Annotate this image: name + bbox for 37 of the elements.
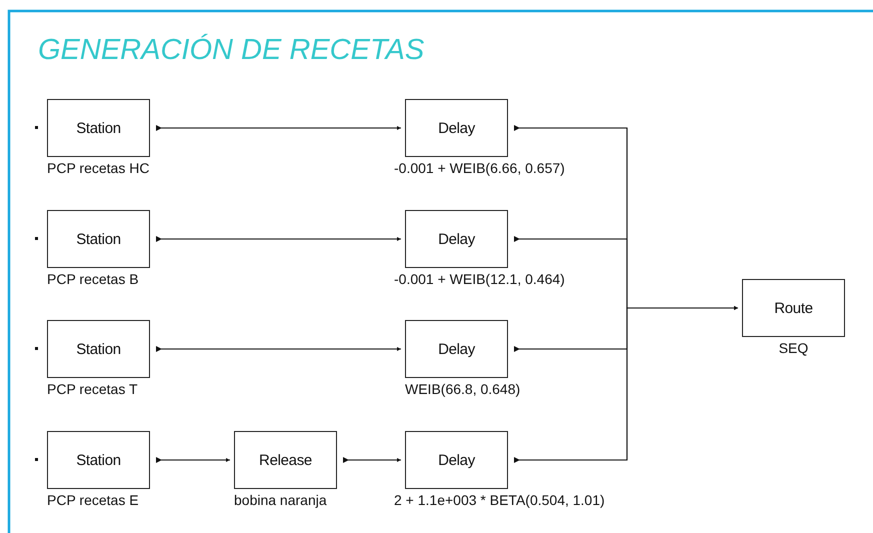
module-box <box>234 431 337 489</box>
module-caption: -0.001 + WEIB(6.66, 0.657) <box>394 160 565 176</box>
module-name: Station <box>76 340 121 358</box>
module-box <box>405 431 508 489</box>
module-caption: PCP recetas E <box>47 492 139 508</box>
module-box <box>47 431 150 489</box>
module-name: Delay <box>438 340 475 358</box>
module-caption: PCP recetas B <box>47 271 139 287</box>
connector <box>514 306 738 463</box>
module-caption: WEIB(66.8, 0.648) <box>405 381 520 397</box>
module-caption: SEQ <box>778 340 808 356</box>
module-name: Delay <box>438 230 475 248</box>
module-name: Delay <box>438 120 475 136</box>
connector <box>156 125 401 131</box>
connector <box>156 236 401 242</box>
module-name: Station <box>76 452 121 468</box>
connector <box>156 346 401 352</box>
module-box <box>742 279 845 337</box>
module-caption: -0.001 + WEIB(12.1, 0.464) <box>394 271 565 287</box>
module-name: Station <box>76 230 121 248</box>
connector <box>156 457 230 463</box>
module-name: Delay <box>438 452 475 468</box>
module-box <box>405 320 508 378</box>
diagram-title: GENERACIÓN DE RECETAS <box>38 34 424 67</box>
module-caption: PCP recetas T <box>47 381 138 397</box>
module-box <box>47 99 150 157</box>
module-box <box>47 210 150 268</box>
module-box <box>47 320 150 378</box>
module-caption: PCP recetas HC <box>47 160 150 176</box>
connector <box>343 457 401 463</box>
module-box <box>405 99 508 157</box>
module-box <box>405 210 508 268</box>
module-name: Station <box>76 120 121 136</box>
module-caption: 2 + 1.1e+003 * BETA(0.504, 1.01) <box>394 492 605 508</box>
module-caption: bobina naranja <box>234 492 327 508</box>
module-name: Route <box>774 300 813 316</box>
module-name: Release <box>259 452 312 468</box>
